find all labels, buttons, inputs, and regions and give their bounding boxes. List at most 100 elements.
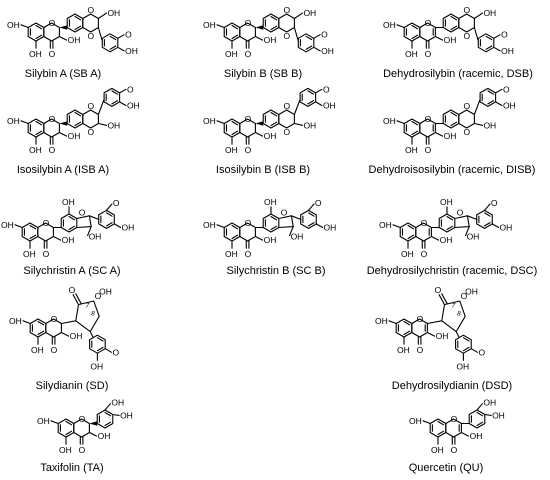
bond	[476, 411, 484, 417]
bond	[97, 26, 103, 41]
bond	[58, 131, 68, 137]
atom-label: O	[88, 5, 95, 15]
bond	[22, 320, 31, 325]
atom-label: OH	[492, 410, 505, 420]
atom-label: OH	[203, 20, 216, 30]
atom-label: OH	[7, 116, 20, 126]
atom-label: 7	[86, 302, 90, 309]
bond	[278, 13, 295, 33]
bond	[484, 413, 492, 416]
atom-label: O	[112, 347, 119, 357]
atom-label: O	[43, 218, 50, 228]
caption-taxifolin: Taxifolin (TA)	[40, 462, 104, 474]
bond	[254, 235, 264, 241]
atom-label: OH	[107, 8, 120, 18]
atom-label: OH	[321, 46, 334, 56]
bond	[293, 99, 301, 116]
atom-label: O	[49, 49, 56, 59]
bond	[88, 215, 100, 220]
caption-dehydroisosilybin: Dehydroisosilybin (racemic, DISB)	[368, 164, 536, 176]
bond	[35, 34, 43, 40]
atom-label: OH	[483, 120, 496, 130]
bond	[388, 320, 397, 325]
bond	[37, 330, 45, 336]
bond	[476, 209, 493, 229]
caption-silychristin-b: Silychristin B (SC B)	[226, 265, 326, 277]
bond	[396, 24, 405, 29]
bond	[462, 346, 470, 352]
atom-label: OH	[444, 35, 457, 45]
atom-label: OH	[111, 398, 124, 408]
atom-label: O	[464, 101, 471, 111]
atom-label: O	[417, 345, 424, 355]
atom-label: OH	[440, 197, 453, 207]
atom-label: O	[464, 5, 471, 15]
atom-label: O	[501, 30, 508, 40]
atom-label: OH	[99, 287, 112, 297]
atom-label: O	[491, 198, 498, 208]
bond	[476, 421, 484, 427]
atom-label: O	[421, 218, 428, 228]
bond	[426, 320, 443, 325]
bond	[231, 120, 239, 126]
bond	[35, 24, 43, 30]
atom-label: O	[49, 114, 56, 124]
bond	[76, 215, 92, 229]
atom-label: O	[284, 127, 291, 137]
atom-label: OH	[467, 232, 480, 242]
bond	[293, 122, 304, 126]
bond	[466, 215, 478, 220]
bond	[65, 420, 73, 426]
atom-label: O	[245, 145, 252, 155]
bond	[270, 111, 278, 117]
atom-label: OH	[470, 431, 483, 441]
bond	[495, 88, 503, 94]
bond	[29, 224, 37, 230]
atom-label: OH	[120, 410, 133, 420]
atom-label: O	[464, 127, 471, 137]
bond	[105, 203, 113, 211]
atom-label: 8	[91, 310, 95, 317]
atom-label: OH	[483, 398, 496, 408]
atom-label: OH	[405, 49, 418, 59]
bond	[89, 331, 94, 338]
bond	[305, 35, 313, 41]
bond	[315, 223, 324, 229]
atom-label: O	[461, 291, 468, 301]
atom-label: O	[464, 31, 471, 41]
caption-silybin-b: Silybin B (SB B)	[223, 68, 303, 80]
bond	[97, 99, 105, 116]
atom-label: O	[315, 198, 322, 208]
atom-label: OH	[225, 49, 238, 59]
atom-label: O	[245, 249, 252, 259]
bond	[305, 45, 313, 50]
atom-label: O	[113, 198, 120, 208]
bond	[493, 46, 501, 52]
atom-label: O	[79, 414, 86, 424]
atom-label: OH	[303, 8, 316, 18]
bond	[454, 215, 470, 229]
bond	[473, 99, 481, 116]
bond	[392, 224, 401, 229]
bond	[109, 35, 117, 41]
bond	[407, 234, 415, 240]
atom-label: OH	[225, 249, 238, 259]
bond	[485, 35, 493, 41]
atom-label: OH	[291, 232, 304, 242]
atom-label: O	[284, 31, 291, 41]
bond	[487, 90, 495, 95]
bond	[82, 109, 99, 129]
bond	[473, 122, 484, 126]
bond	[105, 212, 113, 217]
bond	[483, 203, 491, 211]
atom-label: O	[49, 145, 56, 155]
bond	[270, 215, 278, 221]
atom-label: O	[51, 314, 58, 324]
bond	[465, 226, 470, 237]
bond	[75, 300, 100, 333]
bond	[58, 35, 68, 41]
